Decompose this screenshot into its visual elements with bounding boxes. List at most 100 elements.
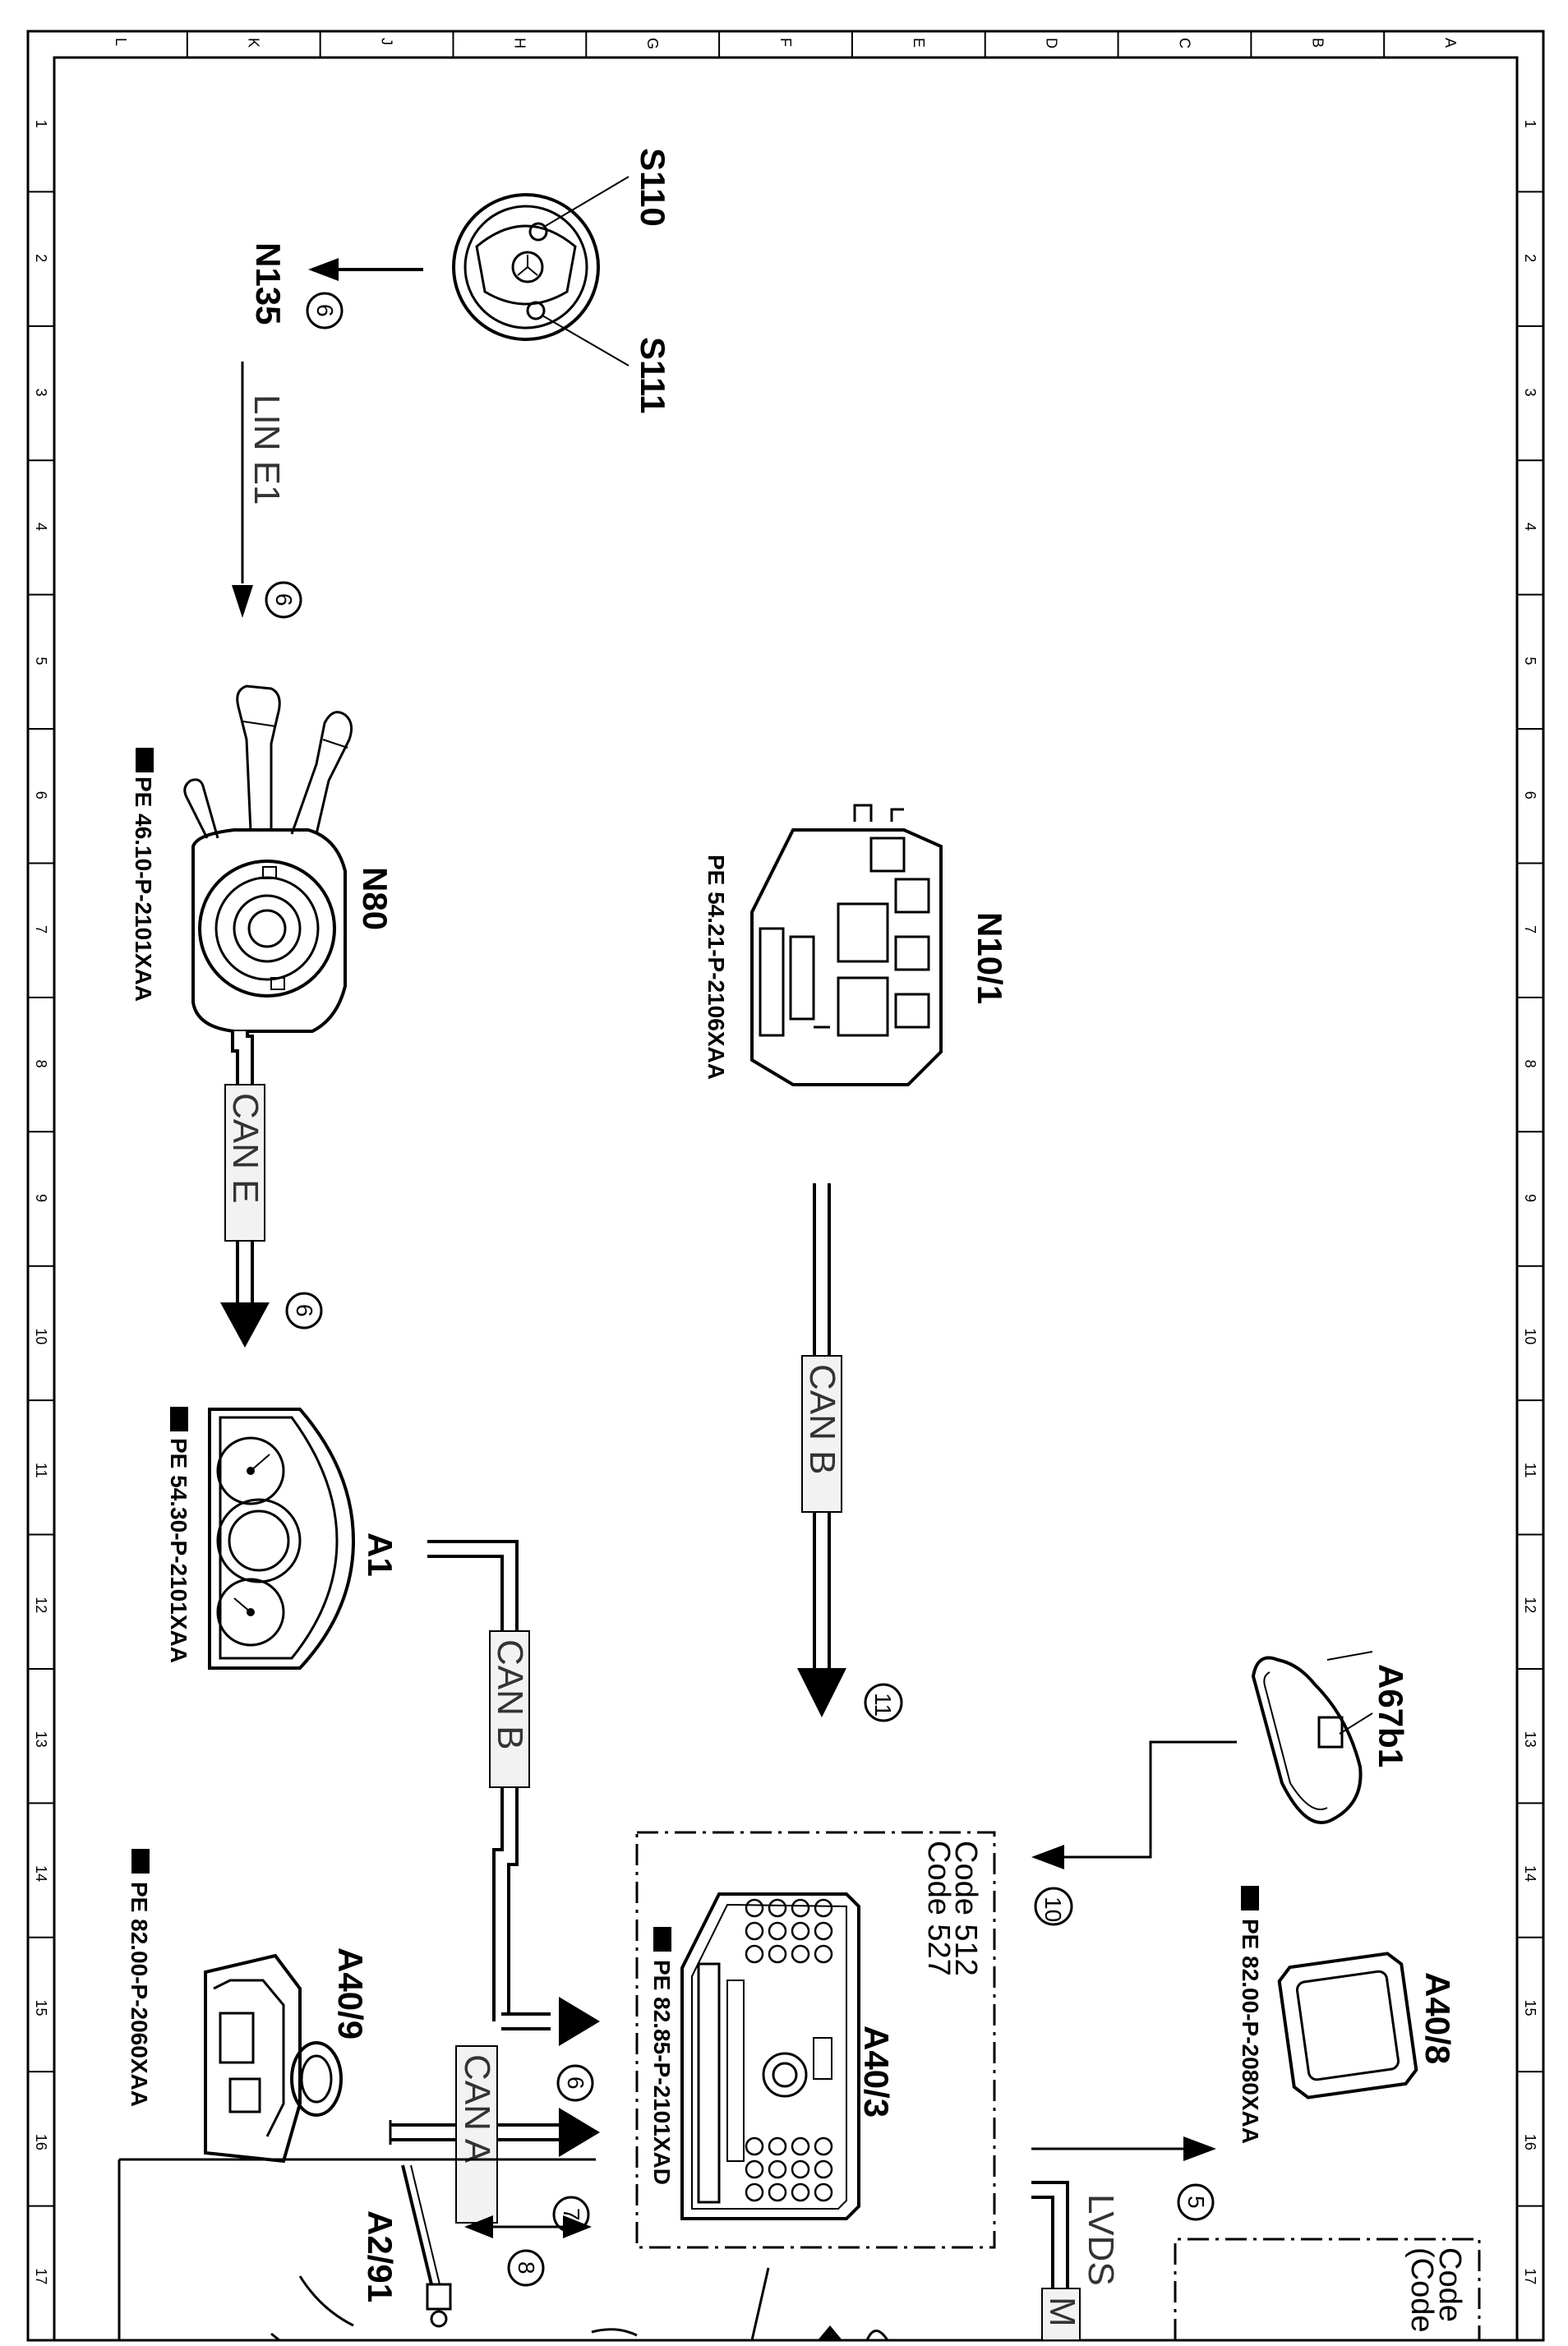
row-label: 10 — [1522, 1328, 1538, 1344]
marker-circle-6b — [265, 581, 302, 619]
row-label: 15 — [33, 1999, 49, 2016]
label-a40-9: A40/9 — [331, 1947, 370, 2039]
marker-circle-10 — [1034, 1887, 1073, 1926]
head-unit-button — [814, 1921, 833, 1941]
label-n80: N80 — [356, 867, 394, 930]
head-unit-button — [814, 2159, 833, 2179]
label-a1: A1 — [361, 1533, 399, 1577]
head-unit-button — [768, 2182, 787, 2202]
line-a67b1-to-a40-3 — [1064, 1740, 1237, 1859]
marker-8: 8 — [514, 2261, 539, 2275]
most-label-box — [1041, 2288, 1081, 2341]
arrowhead-8-left — [464, 2215, 493, 2238]
column-label: D — [1044, 38, 1060, 48]
label-a67b1: A67b1 — [1372, 1664, 1410, 1768]
partial-curve-2 — [270, 2332, 280, 2342]
head-unit-button — [745, 2136, 764, 2156]
head-unit-button — [768, 2136, 787, 2156]
head-unit-button — [791, 2159, 810, 2179]
marker-circle-6c — [285, 1292, 323, 1330]
arrowhead-n135 — [308, 258, 339, 281]
marker-6b: 6 — [271, 593, 297, 606]
ref-n80: PE 46.10-P-2101XAA — [131, 777, 156, 1002]
head-unit-button — [745, 1898, 764, 1918]
label-a40-3: A40/3 — [857, 2026, 896, 2118]
can-e-arrowhead — [220, 1302, 270, 1348]
marker-circle-6d — [556, 2064, 594, 2102]
ref-a40-3: PE 82.85-P-2101XAD — [649, 1960, 675, 2185]
column-label: K — [246, 38, 262, 48]
row-label: 5 — [1522, 657, 1538, 665]
camera-module-icon — [204, 1953, 343, 2164]
fuse-relay-module-icon — [750, 804, 943, 1086]
ref-hand-icon-a40-9 — [131, 1849, 150, 1874]
inner-frame — [53, 56, 1519, 2342]
marker-circle-8 — [507, 2249, 545, 2287]
bus-label-can-a: CAN A — [457, 2054, 497, 2164]
can-b-left-label-box — [489, 1630, 530, 1788]
partial-curve-3 — [591, 2328, 638, 2337]
column-label: C — [1176, 38, 1192, 48]
marker-11: 11 — [870, 1693, 896, 1717]
row-label: 10 — [33, 1328, 49, 1344]
label-s111: S111 — [634, 337, 672, 413]
can-e-label-box — [224, 1084, 265, 1242]
row-label: 1 — [1522, 120, 1538, 128]
row-label: 11 — [1522, 1463, 1538, 1478]
marker-6c: 6 — [292, 1304, 317, 1317]
display-screen-icon — [1277, 1952, 1418, 2099]
can-a-label-box — [455, 2045, 498, 2224]
can-b-left-bus-inner — [427, 1543, 515, 2021]
bus-label-can-e: CAN E — [225, 1093, 265, 1203]
ref-a40-9: PE 82.00-P-2060XAA — [127, 1882, 152, 2107]
row-label: 8 — [1522, 1060, 1538, 1068]
head-unit-button — [791, 1921, 810, 1941]
bus-label-most: M — [1042, 2297, 1082, 2327]
row-label: 9 — [1522, 1194, 1538, 1202]
row-label: 8 — [33, 1060, 49, 1068]
column-label: F — [777, 38, 794, 47]
partial-circle — [865, 2330, 889, 2341]
row-label: 9 — [33, 1194, 49, 1202]
marker-5: 5 — [1183, 2196, 1209, 2209]
row-label: 16 — [33, 2134, 49, 2150]
head-unit-button — [814, 2182, 833, 2202]
code-527: Code 527 — [921, 1841, 956, 1976]
column-label: E — [911, 38, 927, 48]
head-unit-button — [791, 2182, 810, 2202]
row-label: 4 — [1522, 523, 1538, 531]
partial-line-1 — [750, 2267, 770, 2341]
row-label: 13 — [33, 1731, 49, 1748]
row-label: 4 — [33, 523, 49, 531]
label-a2-91: A2/91 — [361, 2210, 399, 2302]
ref-a40-8: PE 82.00-P-2080XAA — [1238, 1919, 1263, 2144]
head-unit-button — [768, 2159, 787, 2179]
column-label: L — [113, 38, 129, 46]
instrument-cluster-icon — [208, 1408, 356, 1670]
ref-hand-icon-a40-3 — [653, 1927, 671, 1952]
column-label: B — [1309, 38, 1326, 48]
column-label: J — [379, 38, 395, 45]
steering-wheel-icon — [452, 176, 630, 366]
head-unit-button — [768, 1898, 787, 1918]
marker-circle-5 — [1177, 2183, 1215, 2221]
row-label: 16 — [1522, 2134, 1538, 2150]
head-unit-button — [814, 1944, 833, 1964]
label-s110: S110 — [634, 148, 672, 227]
head-unit-buttons-bottom — [745, 2136, 833, 2202]
arrowhead-a67b1-to-a40-3 — [1031, 1845, 1064, 1869]
code-right-2: (Code — [1404, 2247, 1439, 2333]
head-unit-button — [791, 1944, 810, 1964]
row-label: 14 — [1522, 1865, 1538, 1882]
row-label: 1 — [33, 120, 49, 128]
head-unit-button — [768, 1921, 787, 1941]
marker-6a: 6 — [312, 304, 338, 317]
row-label: 5 — [33, 657, 49, 665]
row-label: 17 — [33, 2268, 49, 2284]
row-label: 11 — [33, 1463, 49, 1478]
partial-curve-1 — [298, 2275, 354, 2327]
head-unit-button — [745, 2182, 764, 2202]
bus-label-lvds: LVDS — [1081, 2194, 1121, 2286]
